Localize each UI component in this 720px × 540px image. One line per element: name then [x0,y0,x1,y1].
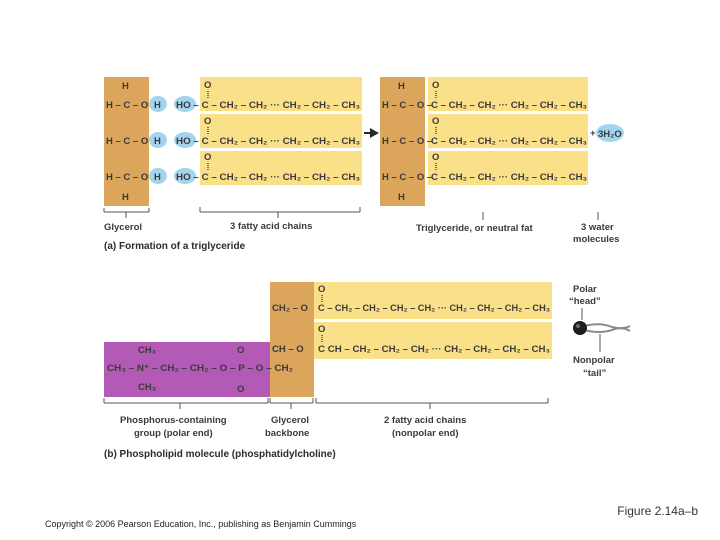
group-line-1: CH₃ [138,345,156,356]
water-label-line-2: molecules [573,234,619,245]
tg-oxygen-2: O [432,116,439,127]
fa-oxygen-2: O [204,116,211,127]
triglyceride-h-bottom: H [398,192,405,203]
tg-oxygen-1: O [432,80,439,91]
triglyceride-label: Triglyceride, or neutral fat [416,223,534,234]
h-highlight-1 [149,96,167,112]
polar-head-label-line-1: Polar [573,284,597,295]
triglyceride-chain-block-2 [428,114,588,148]
polar-group-label-line-1: Phosphorus-containing [120,415,227,426]
glycerol-row-3: H – C – O [106,172,148,183]
pl-oxygen-2: O [318,324,325,335]
part-b-title: (b) Phospholipid molecule (phosphatidylc… [104,449,336,460]
water-label-line-1: 3 water [581,222,614,233]
triglyceride-chain-block-1 [428,77,588,111]
h-highlight-3 [149,168,167,184]
glycerol-h-top: H [122,81,129,92]
water-formula: 3H₂O [598,129,622,140]
triglyceride-chain-row-2: C – CH₂ – CH₂ ··· CH₂ – CH₂ – CH₃ [431,136,587,147]
ho-highlight-1 [174,96,196,112]
triglyceride-glycerol-block [380,77,425,206]
nonpolar-tail-label-line-2: “tail” [583,368,606,379]
pl-chain-row-2: C CH – CH₂ – CH₂ – CH₂ ··· CH₂ – CH₂ – C… [318,344,550,355]
water-plus: + [590,128,596,139]
phosphate-top-o: O [237,345,244,356]
pl-chain-block-1 [314,282,552,319]
phosphate-group-block [104,342,270,397]
group-line-3: CH₃ [138,382,156,393]
backbone-block [270,282,314,397]
fatty-acid-block-2 [200,114,362,148]
chains-label-line-1: 2 fatty acid chains [384,415,466,426]
h-highlight-2 [149,132,167,148]
triglyceride-chain-row-1: C – CH₂ – CH₂ ··· CH₂ – CH₂ – CH₃ [431,100,587,111]
triglyceride-chain-block-3 [428,151,588,185]
polar-head-label-line-2: “head” [569,296,601,307]
pl-oxygen-1: O [318,284,325,295]
group-line-2: CH₃ – N⁺ – CH₂ – CH₂ – O – P – O – CH₂ [107,363,293,374]
glycerol-block [104,77,149,206]
glycerol-row-1: H – C – O [106,100,148,111]
backbone-label-line-2: backbone [265,428,309,439]
pl-chain-block-2 [314,322,552,359]
pl-chain-row-1: C – CH₂ – CH₂ – CH₂ – CH₂ ··· CH₂ – CH₂ … [318,303,550,314]
fatty-acid-label: 3 fatty acid chains [230,221,312,232]
triglyceride-glycerol-row-1: H – C – O – [382,100,432,111]
backbone-mid: CH – O [272,344,304,355]
glycerol-label: Glycerol [104,222,142,233]
fa-oxygen-1: O [204,80,211,91]
fatty-acid-row-1: HO – C – CH₂ – CH₂ ··· CH₂ – CH₂ – CH₃ [176,100,360,111]
part-a-title: (a) Formation of a triglyceride [104,241,246,252]
triglyceride-glycerol-row-3: H – C – O – [382,172,432,183]
figure-label: Figure 2.14a–b [617,504,698,518]
fa-oxygen-3: O [204,152,211,163]
copyright-notice: Copyright © 2006 Pearson Education, Inc.… [45,519,357,529]
glycerol-row-2: H – C – O [106,136,148,147]
phospholipid-icon [573,321,631,335]
backbone-top: CH₂ – O [272,303,308,314]
fatty-acid-block-3 [200,151,362,185]
ho-highlight-3 [174,168,196,184]
glycerol-h-bottom: H [122,192,129,203]
h-atom-2: H [154,136,161,147]
tg-oxygen-3: O [432,152,439,163]
reaction-arrow-head [370,128,379,138]
fatty-acid-row-2: HO – C – CH₂ – CH₂ ··· CH₂ – CH₂ – CH₃ [176,136,360,147]
fatty-acid-block-1 [200,77,362,111]
h-atom-3: H [154,172,161,183]
ho-highlight-2 [174,132,196,148]
nonpolar-tail-label-line-1: Nonpolar [573,355,615,366]
fatty-acid-row-3: HO – C – CH₂ – CH₂ ··· CH₂ – CH₂ – CH₃ [176,172,360,183]
triglyceride-chain-row-3: C – CH₂ – CH₂ ··· CH₂ – CH₂ – CH₃ [431,172,587,183]
phosphate-bottom-o: O [237,384,244,395]
chains-label-line-2: (nonpolar end) [392,428,459,439]
polar-group-label-line-2: group (polar end) [134,428,213,439]
h-atom-1: H [154,100,161,111]
triglyceride-glycerol-row-2: H – C – O – [382,136,432,147]
triglyceride-h-top: H [398,81,405,92]
backbone-label-line-1: Glycerol [271,415,309,426]
water-highlight [596,124,624,142]
